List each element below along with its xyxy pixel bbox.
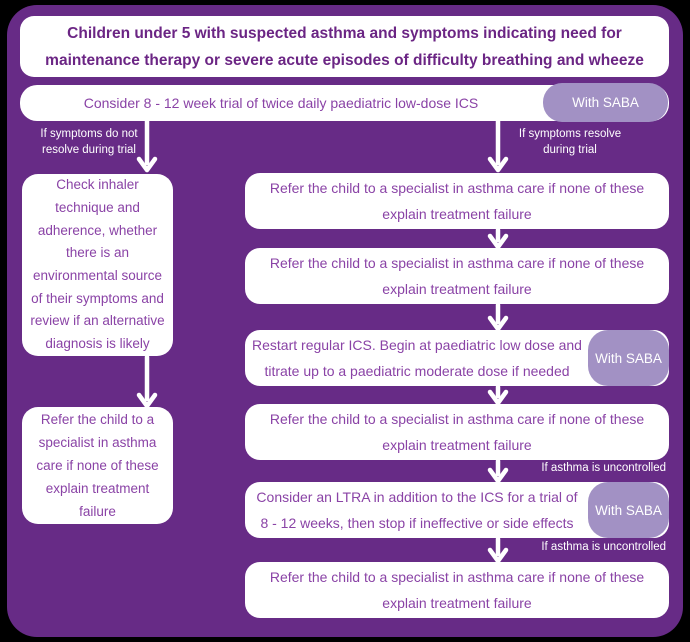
refer-specialist-box-4: Refer the child to a specialist in asthm…	[245, 562, 669, 618]
check-inhaler-box: Check inhaler technique and adherence, w…	[22, 174, 173, 356]
branch-label-resolve: If symptoms resolve during trial	[518, 128, 622, 156]
with-saba-badge: With SABA	[588, 482, 669, 538]
title-box: Children under 5 with suspected asthma a…	[20, 16, 669, 77]
branch-label-not-resolve: If symptoms do not resolve during trial	[40, 128, 138, 156]
refer-specialist-box-2: Refer the child to a specialist in asthm…	[245, 248, 669, 304]
with-saba-badge: With SABA	[588, 330, 669, 386]
uncontrolled-label-2: If asthma is uncontrolled	[541, 541, 666, 553]
refer-specialist-box-left: Refer the child to a specialist in asthm…	[22, 407, 173, 524]
with-saba-badge: With SABA	[543, 83, 668, 122]
refer-specialist-box-1: Refer the child to a specialist in asthm…	[245, 173, 669, 229]
uncontrolled-label-1: If asthma is uncontrolled	[541, 462, 666, 474]
refer-specialist-box-3: Refer the child to a specialist in asthm…	[245, 404, 669, 460]
